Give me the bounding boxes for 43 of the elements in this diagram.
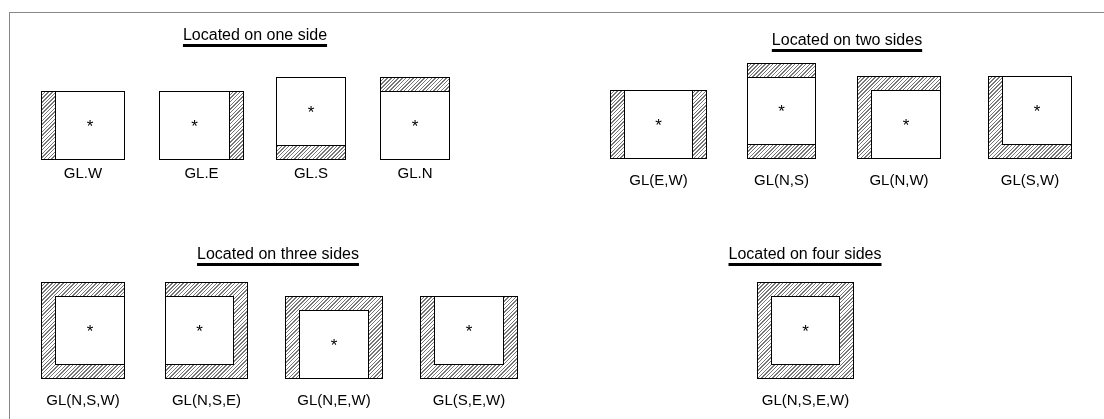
asterisk-mark: * (778, 103, 785, 121)
hatched-plan-square (757, 282, 854, 379)
asterisk-mark: * (86, 322, 94, 340)
hatched-plan-square (41, 282, 125, 379)
section-heading: Located on two sides (771, 31, 923, 49)
hatched-plan-square (747, 63, 816, 159)
caption-label: GL(N,S,E) (171, 391, 242, 408)
caption-label: GL.N (397, 164, 433, 181)
hatched-plan-square (159, 91, 244, 160)
caption-label: GL(S,E,W) (432, 391, 506, 408)
asterisk-mark: * (465, 322, 473, 340)
section-heading: Located on one side (182, 26, 328, 44)
asterisk-mark: * (196, 322, 203, 340)
caption-label: GL(E,W) (629, 171, 688, 188)
asterisk-mark: * (1033, 102, 1041, 120)
caption-label: GL.W (63, 164, 103, 181)
caption-label: GL(N,S) (754, 171, 809, 188)
asterisk-mark: * (411, 117, 419, 135)
asterisk-mark: * (86, 117, 94, 135)
caption-label: GL(N,S,E,W) (761, 391, 850, 408)
section-heading: Located on four sides (728, 245, 882, 263)
caption-label: GL(S,W) (1000, 171, 1060, 188)
hatched-plan-square (988, 76, 1072, 159)
hatched-plan-square (420, 296, 518, 379)
caption-label: GL(N,W) (869, 171, 929, 188)
section-heading: Located on three sides (197, 245, 359, 263)
hatched-plan-square (165, 282, 248, 379)
asterisk-mark: * (191, 117, 198, 135)
asterisk-mark: * (307, 103, 315, 121)
asterisk-mark: * (902, 116, 910, 134)
hatched-plan-square (380, 77, 450, 160)
asterisk-mark: * (802, 322, 809, 340)
caption-label: GL.S (293, 164, 329, 181)
caption-label: GL(N,S,W) (46, 391, 120, 408)
caption-label: GL.E (184, 164, 219, 181)
asterisk-mark: * (655, 116, 662, 134)
hatched-plan-square (285, 296, 383, 379)
asterisk-mark: * (330, 336, 338, 354)
hatched-plan-square (276, 77, 346, 160)
hatched-plan-square (41, 91, 125, 160)
hatched-plan-square (610, 90, 707, 159)
hatched-plan-square (857, 76, 941, 159)
caption-label: GL(N,E,W) (297, 391, 371, 408)
